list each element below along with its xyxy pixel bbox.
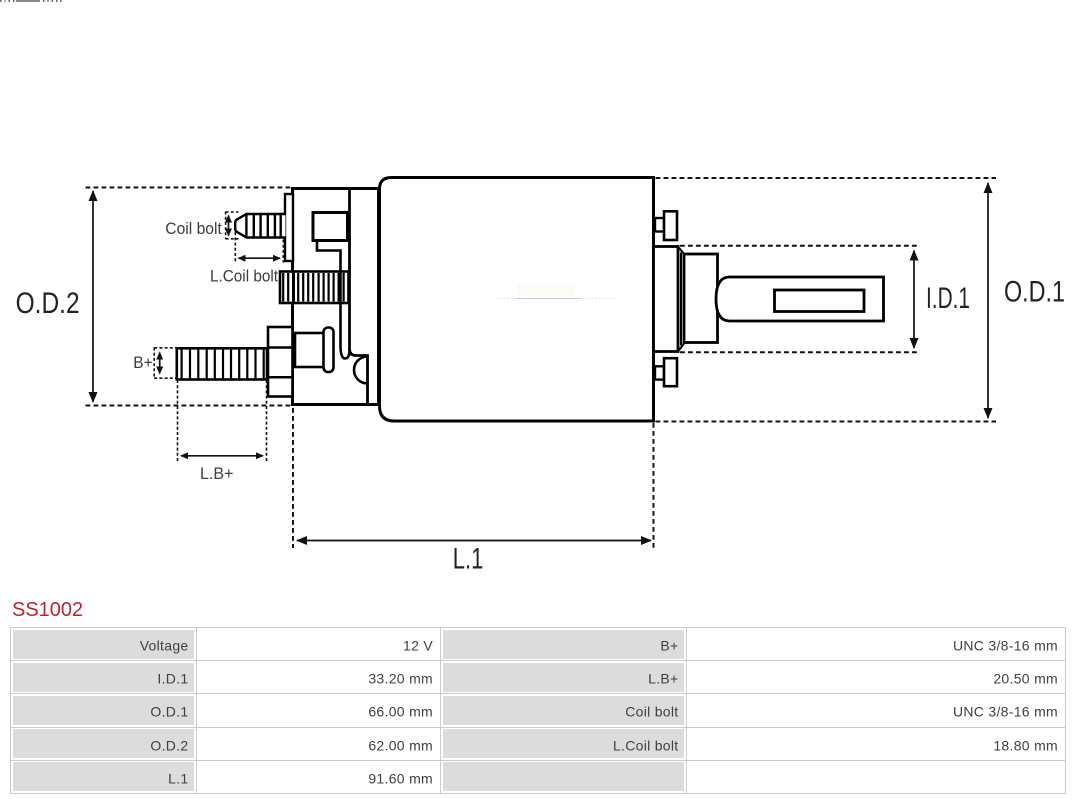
- svg-text:L.1: L.1: [453, 543, 484, 576]
- svg-text:O.D.1: O.D.1: [1004, 276, 1065, 309]
- svg-text:L.Coil bolt: L.Coil bolt: [210, 268, 278, 286]
- svg-text:B+: B+: [133, 354, 153, 372]
- svg-text:L.B+: L.B+: [200, 465, 234, 483]
- svg-text:Coil bolt: Coil bolt: [165, 220, 222, 238]
- svg-text:I.D.1: I.D.1: [926, 282, 970, 315]
- svg-text:O.D.2: O.D.2: [16, 287, 80, 320]
